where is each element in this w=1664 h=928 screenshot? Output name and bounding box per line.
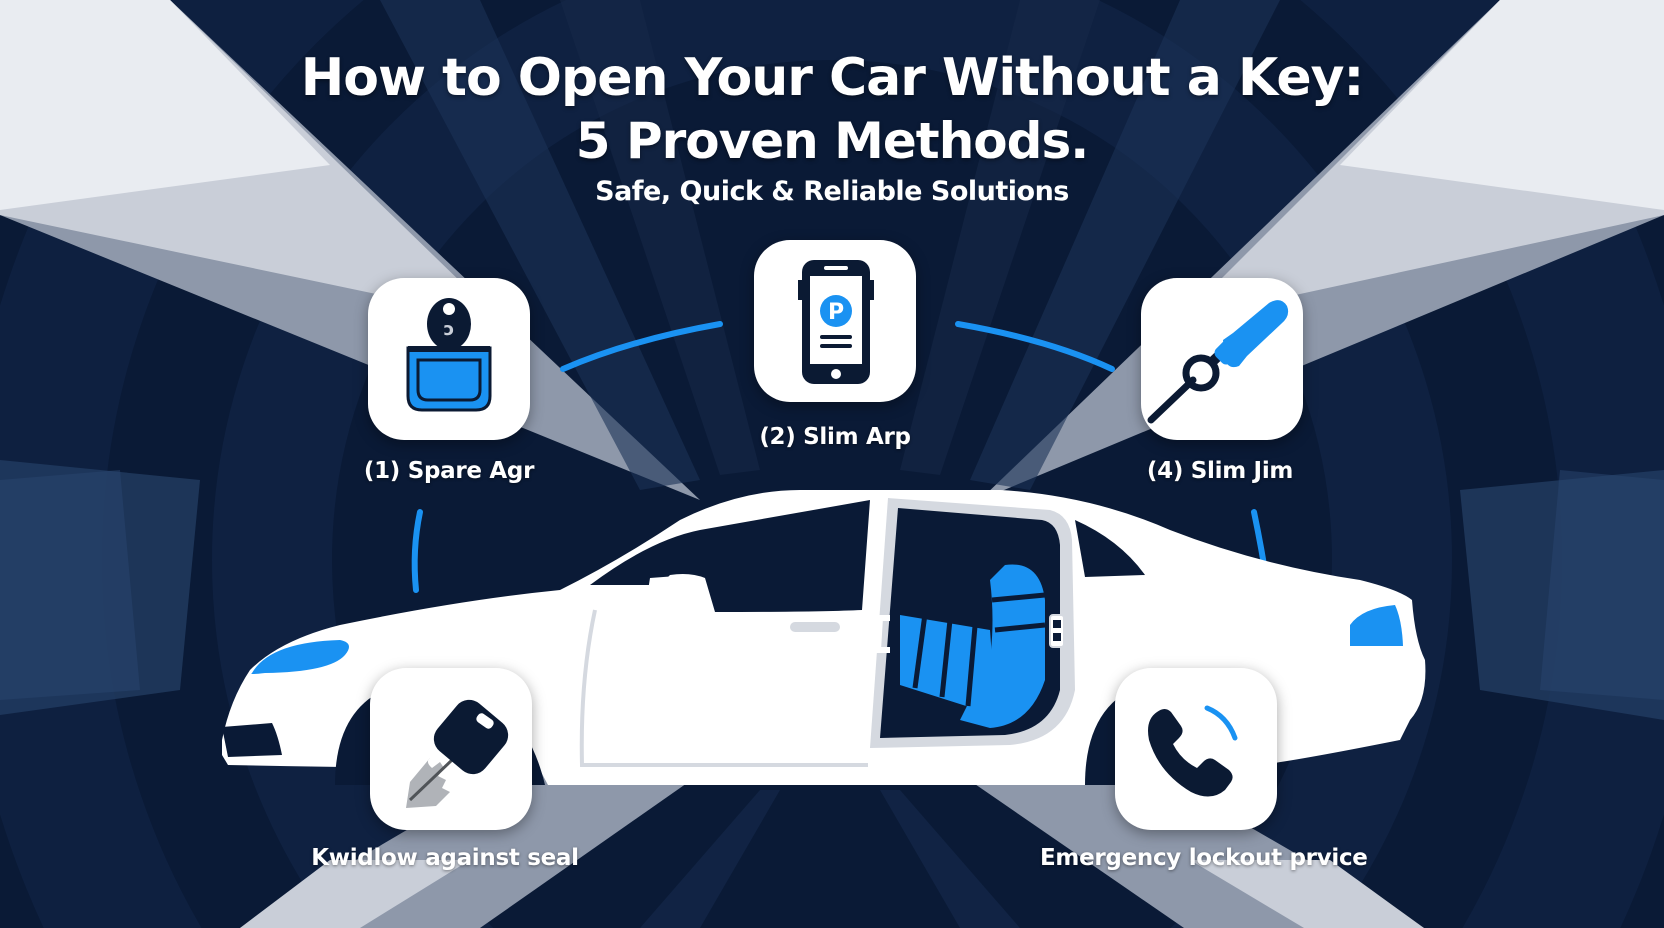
svg-text:P: P	[828, 300, 844, 325]
method-label-2: (2) Slim Arp	[759, 424, 911, 450]
method-label-1: (1) Spare Agr	[363, 458, 535, 484]
page-title-line-1: How to Open Your Car Without a Key:	[300, 48, 1365, 108]
inflatable-wedge-icon	[874, 564, 1065, 728]
method-tile-smartphone-app[interactable]: P	[754, 240, 916, 402]
slim-jim-tool-icon	[1147, 300, 1289, 424]
method-label-window-seal: Kwidlow against seal	[311, 845, 579, 871]
method-label-4: (4) Slim Jim	[1146, 458, 1294, 484]
smartphone-app-icon: P	[798, 260, 874, 384]
method-label-emergency-lockout: Emergency lockout prvice	[1040, 845, 1368, 871]
svg-text:ↄ: ↄ	[444, 319, 455, 340]
method-tile-slim-jim[interactable]	[1141, 278, 1303, 440]
method-tile-spare-key[interactable]: ↄ	[368, 278, 530, 440]
car-key-icon	[406, 699, 509, 808]
page-title-line-2: 5 Proven Methods.	[575, 112, 1089, 170]
key-in-pocket-icon: ↄ	[406, 298, 492, 412]
page-subtitle: Safe, Quick & Reliable Solutions	[595, 176, 1069, 207]
phone-call-icon	[1148, 705, 1238, 797]
method-tile-car-key[interactable]	[370, 668, 532, 830]
method-tile-emergency-lockout[interactable]	[1115, 668, 1277, 830]
